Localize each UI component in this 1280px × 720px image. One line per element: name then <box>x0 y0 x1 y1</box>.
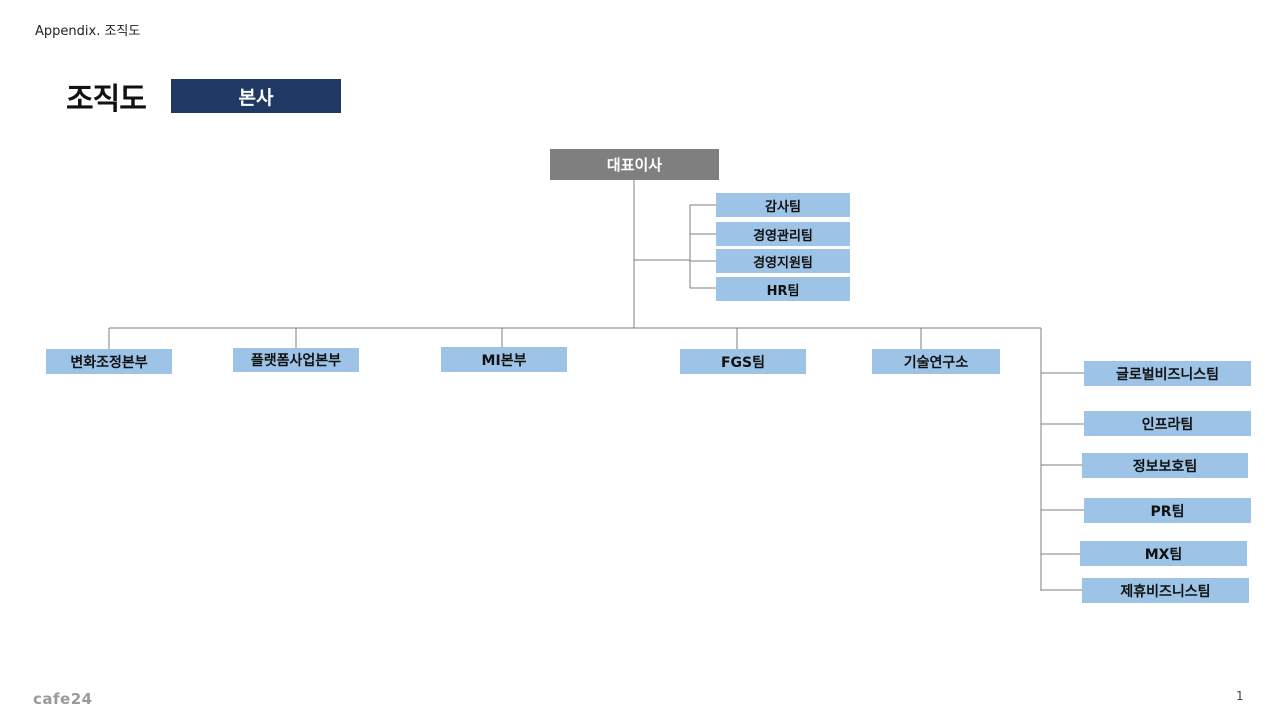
staff-unit-audit: 감사팀 <box>716 193 850 217</box>
team-information-security: 정보보호팀 <box>1082 453 1248 478</box>
cafe24-logo: cafe24 <box>33 690 93 708</box>
appendix-label: Appendix. 조직도 <box>35 24 141 39</box>
division-fgs: FGS팀 <box>680 349 806 374</box>
staff-unit-support: 경영지원팀 <box>716 249 850 273</box>
division-change-coordination: 변화조정본부 <box>46 349 172 374</box>
division-tech-lab: 기술연구소 <box>872 349 1000 374</box>
staff-unit-management: 경영관리팀 <box>716 222 850 246</box>
staff-unit-hr: HR팀 <box>716 277 850 301</box>
team-alliance-business: 제휴비즈니스팀 <box>1082 578 1249 603</box>
team-infrastructure: 인프라팀 <box>1084 411 1251 436</box>
ceo-box: 대표이사 <box>550 149 719 180</box>
headquarters-badge: 본사 <box>171 79 341 113</box>
page-number: 1 <box>1236 689 1244 703</box>
team-global-business: 글로벌비즈니스팀 <box>1084 361 1251 386</box>
division-mi: MI본부 <box>441 347 567 372</box>
division-platform-business: 플랫폼사업본부 <box>233 348 359 372</box>
team-pr: PR팀 <box>1084 498 1251 523</box>
page-title: 조직도 <box>66 82 147 117</box>
team-mx: MX팀 <box>1080 541 1247 566</box>
